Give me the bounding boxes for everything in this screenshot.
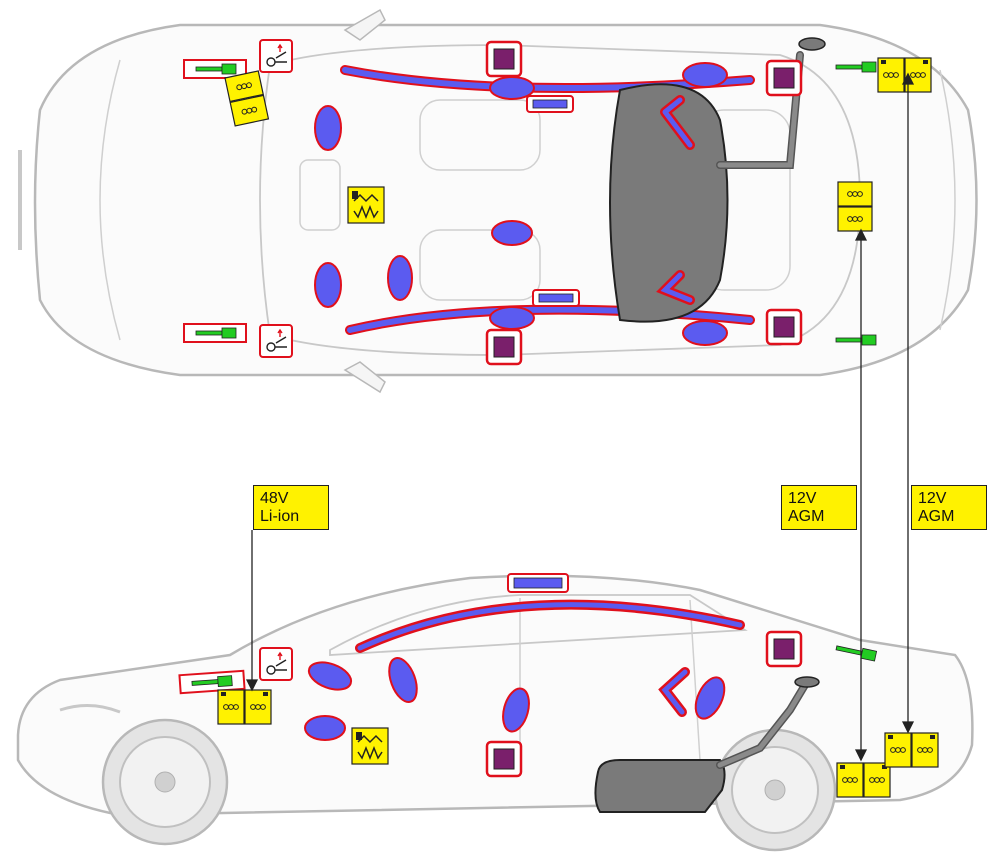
leader-lines (245, 72, 915, 762)
fuel-tank-icon (609, 83, 729, 323)
airbag-icon (304, 715, 346, 741)
control-module-icon (485, 40, 523, 78)
control-module-icon (765, 308, 803, 346)
pyrotechnic-connector-icon (347, 186, 385, 224)
control-module-icon (485, 328, 523, 366)
callout-type: Li-ion (260, 508, 300, 525)
fuel-tank-icon (594, 759, 726, 813)
airbag-icon (682, 62, 728, 88)
airbag-icon (502, 687, 530, 733)
airbag-icon (489, 76, 535, 100)
battery-icon (217, 689, 272, 725)
battery-icon (837, 181, 873, 232)
control-module-icon (485, 740, 523, 778)
callout-12v-agm-front: 12V AGM (781, 485, 857, 530)
airbag-icon (491, 220, 533, 246)
inflator-icon (532, 289, 580, 307)
airbag-icon (694, 676, 726, 720)
inflator-icon (526, 95, 574, 113)
callout-voltage: 12V (918, 490, 947, 507)
sensor-icon (183, 59, 247, 79)
sensor-icon (178, 669, 246, 695)
side-view (16, 573, 974, 852)
airbag-icon (388, 657, 418, 703)
control-module-icon (765, 630, 803, 668)
airbag-icon (314, 262, 342, 308)
airbag-icon (682, 320, 728, 346)
pedestrian-protection-icon (259, 647, 293, 681)
callout-48v-li-ion: 48V Li-ion (253, 485, 329, 530)
callout-type: AGM (918, 508, 955, 525)
rear-wheel (713, 728, 837, 852)
callout-voltage: 48V (260, 490, 289, 507)
pyrotechnic-connector-icon (351, 727, 389, 765)
airbag-icon (387, 255, 413, 301)
airbag-icon (489, 306, 535, 330)
battery-icon (836, 762, 891, 798)
front-wheel (101, 718, 229, 846)
pedestrian-protection-icon (259, 324, 293, 358)
sensor-icon (183, 323, 247, 343)
car-top-outline (33, 23, 978, 377)
callout-12v-agm-rear: 12V AGM (911, 485, 987, 530)
top-view (18, 8, 978, 394)
airbag-icon (314, 105, 342, 151)
pedestrian-protection-icon (259, 39, 293, 73)
callout-type: AGM (788, 508, 825, 525)
callout-voltage: 12V (788, 490, 817, 507)
battery-icon (884, 732, 939, 768)
inflator-icon (507, 573, 569, 593)
airbag-icon (307, 661, 353, 691)
control-module-icon (765, 59, 803, 97)
battery-icon (877, 57, 932, 93)
